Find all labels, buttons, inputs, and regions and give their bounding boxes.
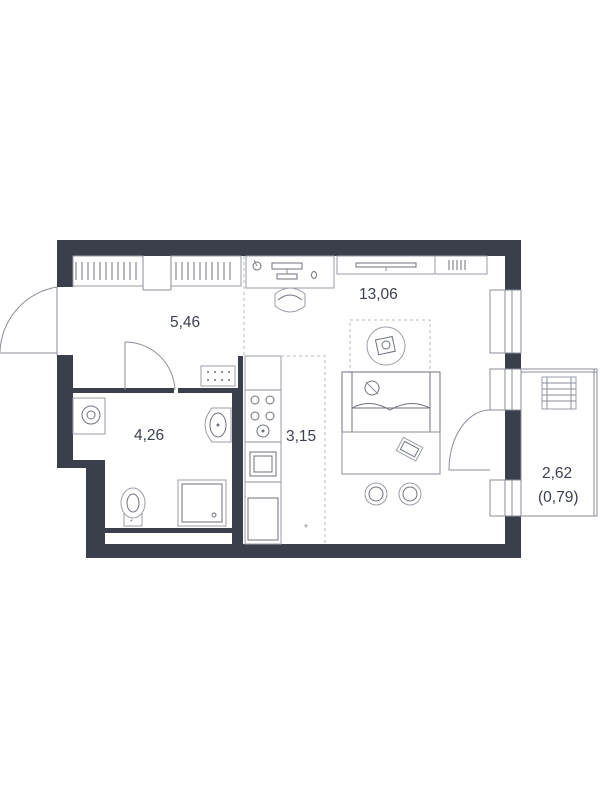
svg-text:*: * (130, 519, 133, 526)
sofa-icon (341, 371, 441, 475)
balcony-reduced-area: (0,79) (538, 489, 579, 506)
living-room (245, 255, 488, 506)
living-area: 13,06 (359, 286, 398, 303)
tv-console-icon (336, 255, 488, 275)
kitchen-sink-icon (256, 424, 270, 438)
kitchen-area: 3,15 (286, 428, 316, 445)
hallway-area: 5,46 (170, 314, 200, 331)
desk-icon (245, 255, 335, 289)
sink-icon (204, 407, 232, 443)
toilet-icon: * (120, 487, 146, 527)
square-sink-icon (249, 451, 277, 477)
bathroom-area: 4,26 (134, 427, 164, 444)
outer-walls (57, 240, 521, 558)
electrical-panel-icon (200, 365, 236, 387)
kitchen: * (244, 355, 326, 545)
wardrobe (72, 255, 245, 356)
balcony-area: 2,62 (542, 465, 572, 482)
fridge-icon: * (247, 497, 308, 541)
stove-icon (250, 395, 275, 421)
drying-rack-icon (541, 376, 577, 410)
coffee-table-icon (366, 326, 406, 366)
desk-chair-icon (274, 287, 306, 313)
bathroom: * (72, 341, 236, 527)
svg-text:*: * (304, 523, 308, 534)
inner-walls (68, 356, 243, 544)
washing-machine-icon (72, 397, 106, 435)
shower-icon (177, 479, 227, 527)
balcony-door-swing (448, 409, 491, 471)
windows (489, 289, 522, 517)
entrance-door (0, 286, 58, 355)
stools-icon (364, 482, 422, 506)
balcony (448, 368, 598, 517)
